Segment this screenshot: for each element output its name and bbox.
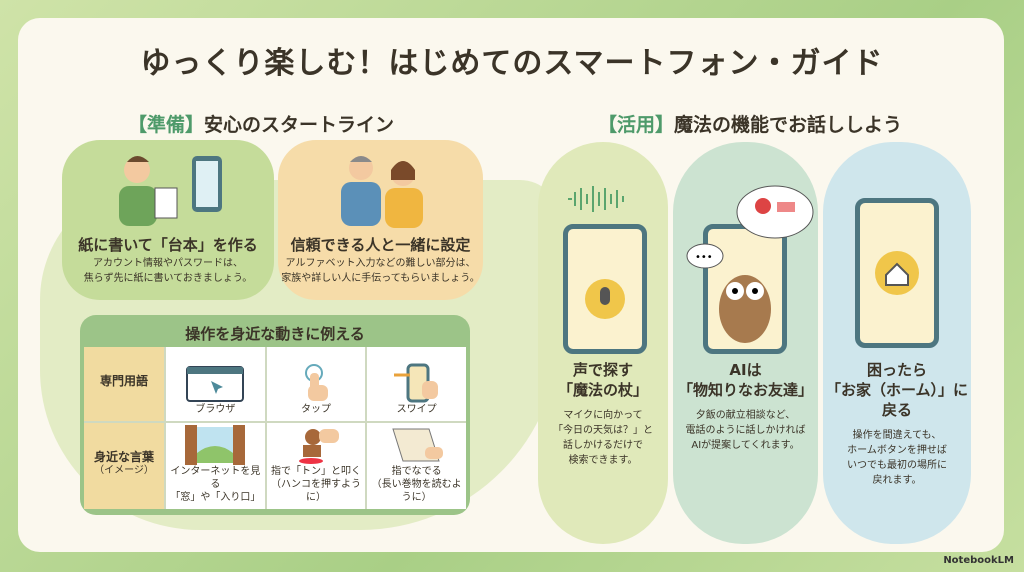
- card-text: アカウント情報やパスワードは、焦らず先に紙に書いておきましょう。: [83, 258, 253, 284]
- right-section-heading: 【活用】魔法の機能でお話ししよう: [598, 110, 902, 137]
- person-writing-icon: [119, 156, 222, 226]
- browser-icon: [186, 366, 245, 402]
- pill-title: 声で探す「魔法の杖」: [557, 361, 648, 399]
- swipe-icon: [393, 363, 438, 403]
- card-text: アルファベット入力などの難しい部分は、家族や詳しい人に手伝ってもらいましょう。: [281, 258, 480, 284]
- phone-owl-icon: [703, 224, 787, 354]
- card-title: 紙に書いて「台本」を作る: [78, 236, 258, 254]
- pill-title: 困ったら「お家（ホーム）」に戻る: [825, 361, 969, 419]
- section-bracket: 【準備】: [128, 114, 205, 136]
- card-setup: 信頼できる人と一緒に設定 アルファベット入力などの難しい部分は、家族や詳しい人に…: [278, 140, 483, 300]
- page-title: ゆっくり楽しむ！はじめてのスマートフォン・ガイド: [140, 46, 884, 81]
- section-heading-text: 魔法の機能でお話ししよう: [674, 114, 903, 136]
- pill-voice-search: 声で探す「魔法の杖」 マイクに向かって「今日の天気は？」と話しかけるだけで検索で…: [538, 142, 668, 544]
- card-title: 信頼できる人と一緒に設定: [290, 236, 471, 254]
- pill-text: マイクに向かって「今日の天気は？」と話しかけるだけで検索できます。: [553, 410, 653, 466]
- tap-icon: [304, 364, 328, 401]
- sound-wave-icon: [568, 186, 624, 212]
- window-icon: [185, 425, 246, 465]
- table-cell: スワイプ: [367, 347, 466, 421]
- phone-home-icon: [855, 198, 939, 348]
- metaphor-table: 操作を身近な動きに例える 専門用語 ブラウザ タップ スワイプ 身近な言葉（イメ…: [80, 315, 470, 515]
- row-header-terms: 専門用語: [84, 347, 164, 421]
- notebooklm-watermark: NotebookLM: [943, 555, 1014, 566]
- pill-home: 困ったら「お家（ホーム）」に戻る 操作を間違えても、ホームボタンを押せばいつでも…: [823, 142, 971, 544]
- pill-text: 操作を間違えても、ホームボタンを押せばいつでも最初の場所に戻れます。: [847, 430, 947, 486]
- phone-mic-icon: [563, 224, 647, 354]
- table-cell: インターネットを見る「窓」や「入り口」: [166, 423, 265, 509]
- section-bracket: 【活用】: [598, 114, 675, 136]
- scroll-icon: [391, 428, 443, 462]
- two-people-icon: [341, 156, 423, 228]
- row-header-metaphors: 身近な言葉（イメージ）: [84, 423, 164, 509]
- stamp-icon: [298, 429, 339, 464]
- table-title: 操作を身近な動きに例える: [185, 324, 365, 343]
- table-cell: タップ: [266, 347, 366, 421]
- speech-bubble-icon: •••: [686, 243, 724, 269]
- card-script: 紙に書いて「台本」を作る アカウント情報やパスワードは、焦らず先に紙に書いておき…: [62, 140, 274, 300]
- left-section-heading: 【準備】安心のスタートライン: [128, 110, 394, 137]
- table-cell: 指でなでる（長い巻物を読むように）: [367, 423, 466, 509]
- food-bubble-icon: [736, 185, 814, 239]
- pill-title: AIは「物知りなお友達」: [677, 361, 813, 399]
- section-heading-text: 安心のスタートライン: [204, 114, 395, 136]
- table-cell: 指で「トン」と叩く（ハンコを押すように）: [266, 423, 366, 509]
- svg-text:•••: •••: [695, 252, 713, 263]
- table-cell: ブラウザ: [166, 347, 265, 421]
